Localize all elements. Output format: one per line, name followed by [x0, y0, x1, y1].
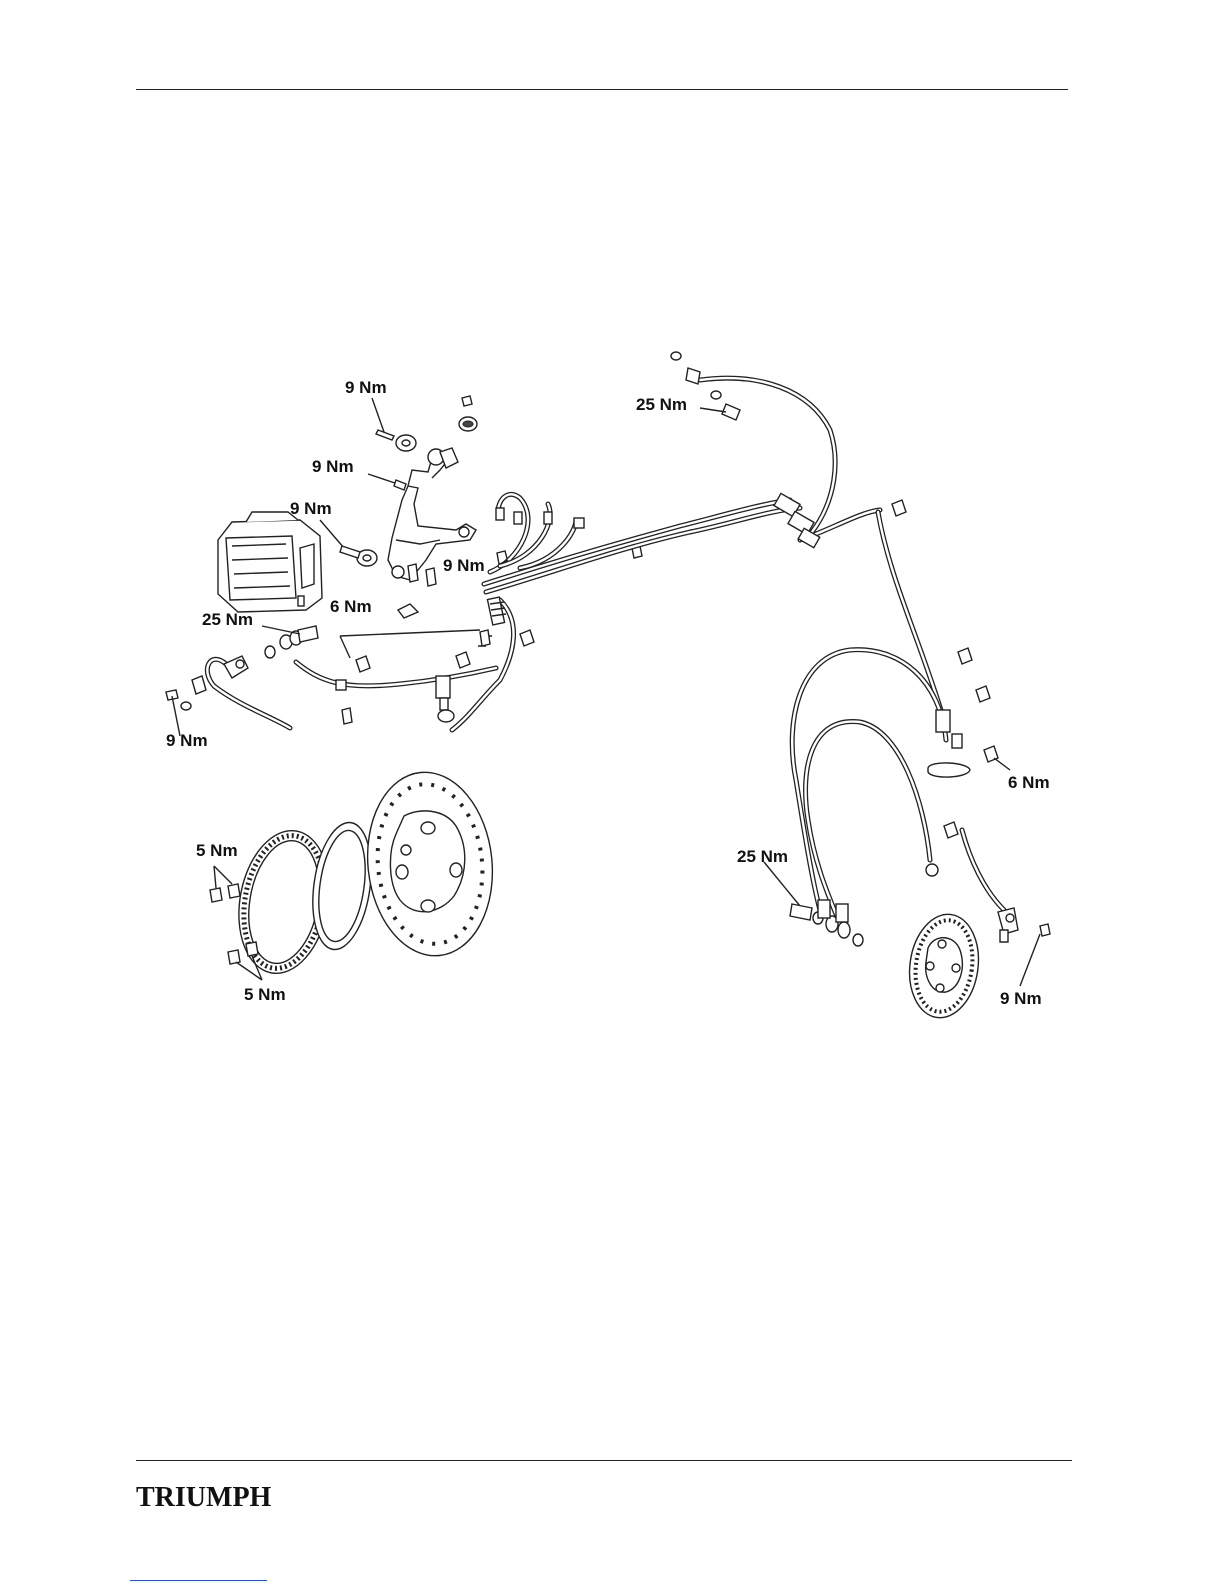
label-6nm-clips: 6 Nm — [330, 597, 372, 616]
label-6nm-rear-clamp: 6 Nm — [1008, 773, 1050, 792]
label-9nm-bracket-lower: 9 Nm — [443, 556, 485, 575]
label-9nm-front-sensor: 9 Nm — [166, 731, 208, 750]
link-underline — [130, 1580, 267, 1581]
rear-wheel-speed-sensor — [998, 908, 1050, 986]
label-5nm-ring-top: 5 Nm — [196, 841, 238, 860]
label-9nm-top: 9 Nm — [345, 378, 387, 397]
label-25nm-rear-union: 25 Nm — [737, 847, 788, 866]
label-5nm-ring-bottom: 5 Nm — [244, 985, 286, 1004]
abs-modulator — [218, 512, 322, 612]
front-union-bolt — [262, 626, 318, 658]
label-9nm-rear-sensor: 9 Nm — [1000, 989, 1042, 1008]
rear-hose-clamp-bolt — [984, 746, 1010, 770]
front-brake-disc — [359, 766, 502, 962]
label-25nm-front-union: 25 Nm — [202, 610, 253, 629]
rear-abs-ring — [903, 910, 985, 1022]
front-wheel-speed-sensor — [166, 656, 290, 736]
label-25nm-rear-union-top: 25 Nm — [636, 395, 687, 414]
label-9nm-modulator: 9 Nm — [290, 499, 332, 518]
triumph-logo: TRIUMPH — [136, 1482, 271, 1514]
bracket-bolts — [320, 398, 436, 618]
label-9nm-bracket: 9 Nm — [312, 457, 354, 476]
